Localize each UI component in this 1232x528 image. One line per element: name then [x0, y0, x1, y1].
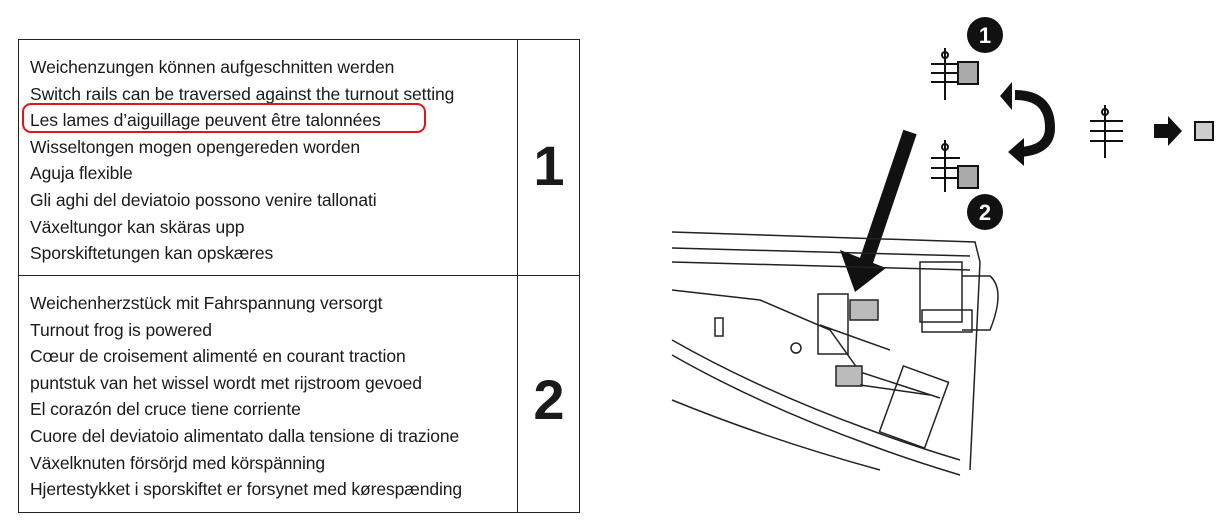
turnout-track-drawing — [671, 231, 999, 476]
plug-removal-icon — [1090, 105, 1214, 158]
table-row-1: Weichenzungen können aufgeschnitten werd… — [19, 40, 579, 276]
red-highlight-box — [22, 103, 426, 133]
row-2-line: El corazón del cruce tiene corriente — [30, 399, 301, 420]
row-1-line: Aguja flexible — [30, 163, 133, 184]
row-1-line: Switch rails can be traversed against th… — [30, 83, 455, 104]
row-1-line: Sporskiftetungen kan opskæres — [30, 243, 274, 264]
row-2-number: 2 — [533, 368, 565, 431]
row-2-line: Cuore del deviatoio alimentato dalla ten… — [30, 425, 460, 446]
rotate-arrows-icon — [1000, 82, 1055, 166]
row-2-line: Weichenherzstück mit Fahrspannung versor… — [30, 293, 383, 313]
switch-position-2-icon — [931, 140, 979, 192]
row-2-text: Weichenherzstück mit Fahrspannung versor… — [30, 290, 462, 503]
row-2-line: Växelknuten försörjd med körspänning — [30, 452, 326, 473]
row-1-line: Weichenzungen können aufgeschnitten werd… — [30, 57, 395, 77]
row-2-line: puntstuk van het wissel wordt met rijstr… — [30, 372, 422, 393]
row-1-text: Weichenzungen können aufgeschnitten werd… — [30, 54, 454, 267]
table-row-2: Weichenherzstück mit Fahrspannung versor… — [19, 276, 579, 512]
column-divider — [517, 40, 518, 512]
row-1-number: 1 — [533, 134, 565, 197]
marker-2-label: 2 — [979, 200, 991, 225]
row-1-line: Gli aghi del deviatoio possono venire ta… — [30, 189, 377, 210]
row-2-line: Hjertestykket i sporskiftet er forsynet … — [30, 479, 463, 500]
row-1-line: Växeltungor kan skäras upp — [30, 216, 245, 237]
row-1-line: Wisseltongen mogen opengereden worden — [30, 136, 360, 157]
row-2-line: Turnout frog is powered — [30, 319, 212, 340]
turnout-illustration: 1 2 — [671, 17, 1214, 476]
marker-1: 1 — [967, 17, 1003, 53]
instruction-table: Weichenzungen können aufgeschnitten werd… — [18, 39, 580, 513]
switch-position-1-icon — [931, 48, 979, 100]
marker-2: 2 — [967, 194, 1003, 230]
insert-arrow-icon — [840, 129, 917, 292]
row-1-line-highlighted: Les lames d’aiguillage peuvent être talo… — [30, 110, 381, 131]
row-2-line: Cœur de croisement alimenté en courant t… — [30, 346, 406, 367]
marker-1-label: 1 — [979, 23, 991, 48]
